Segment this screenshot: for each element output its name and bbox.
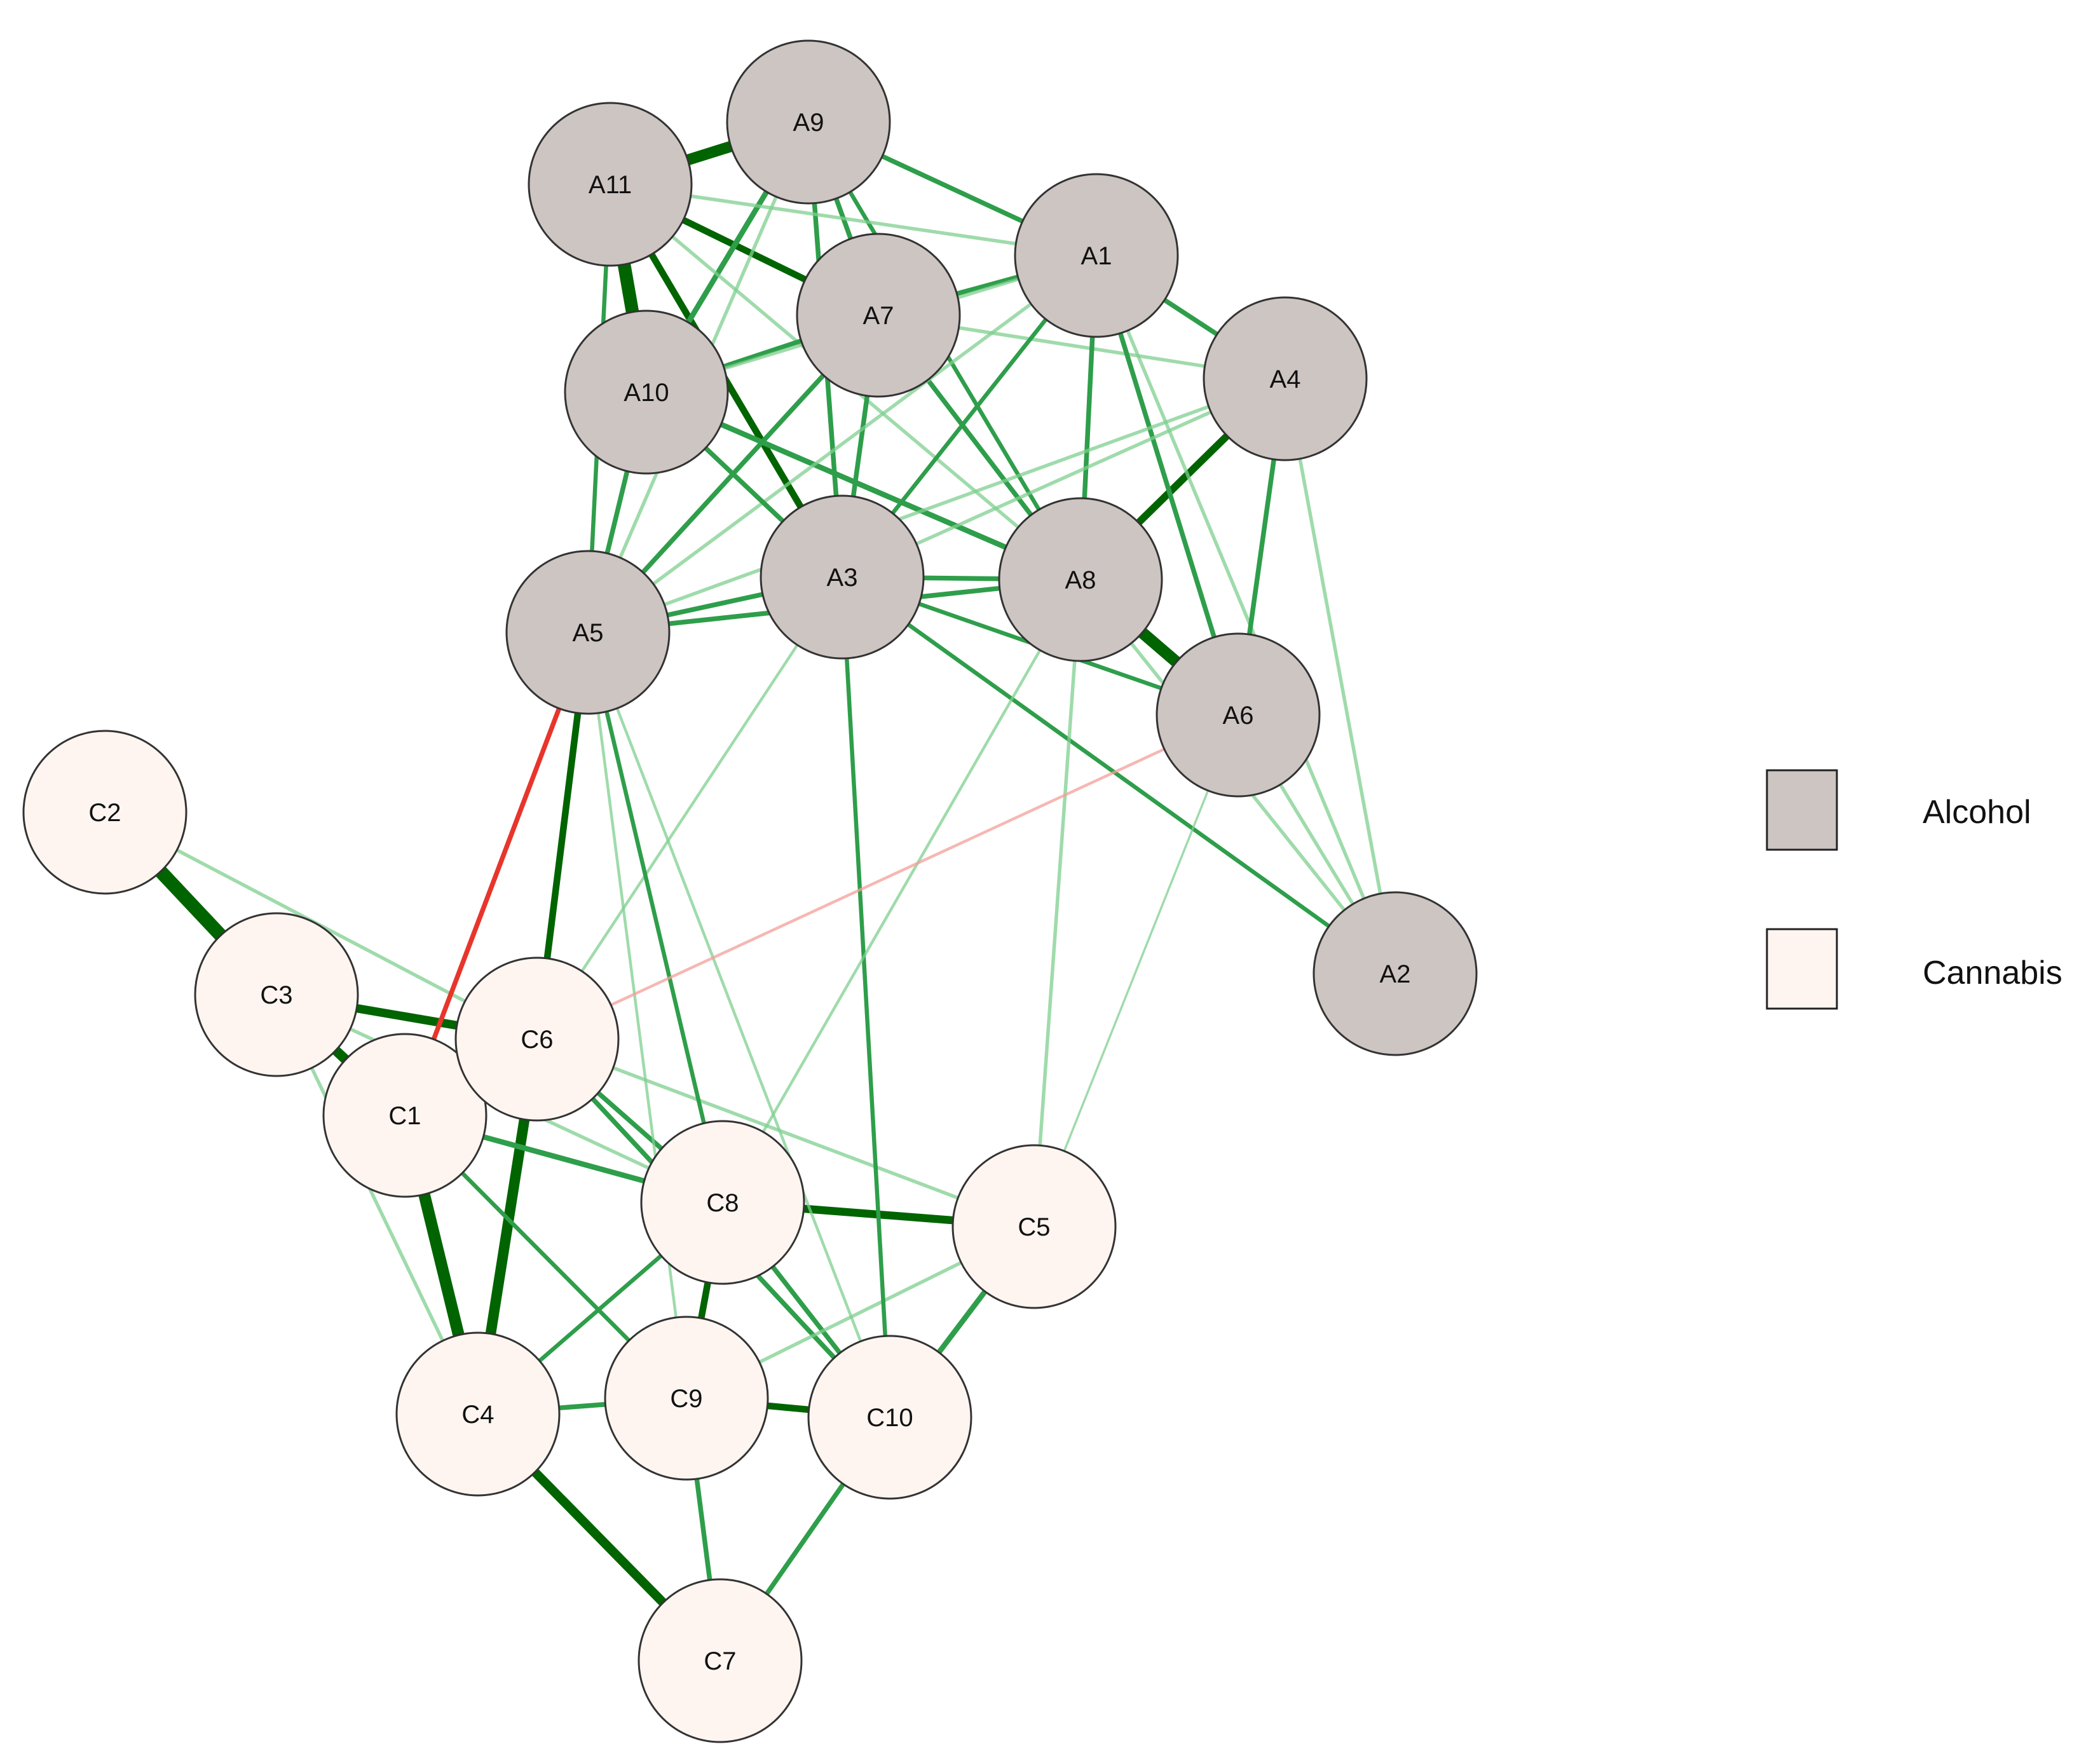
node-C7: C7 xyxy=(638,1578,803,1743)
node-label-C1: C1 xyxy=(388,1102,421,1130)
node-C8: C8 xyxy=(640,1120,805,1285)
node-circle-A6 xyxy=(1156,632,1321,798)
node-circle-A2 xyxy=(1312,891,1478,1056)
edge-A6-C5 xyxy=(1033,714,1239,1228)
node-label-C6: C6 xyxy=(521,1026,553,1054)
node-label-A1: A1 xyxy=(1081,242,1112,270)
node-C6: C6 xyxy=(454,956,620,1122)
node-A3: A3 xyxy=(760,494,925,660)
edge-A3-C10 xyxy=(840,575,892,1420)
node-circle-C9 xyxy=(604,1316,769,1481)
node-label-A5: A5 xyxy=(573,619,604,647)
legend-cannabis-swatch xyxy=(1766,928,1838,1010)
node-label-A6: A6 xyxy=(1223,702,1254,730)
node-label-A2: A2 xyxy=(1380,960,1411,988)
edge-A5-C1 xyxy=(402,630,590,1118)
node-circle-C8 xyxy=(640,1120,805,1285)
edge-A5-C8 xyxy=(585,630,725,1205)
node-C2: C2 xyxy=(22,730,188,895)
node-A7: A7 xyxy=(796,233,961,398)
node-label-A7: A7 xyxy=(863,302,894,330)
node-circle-C3 xyxy=(194,912,359,1077)
node-label-A9: A9 xyxy=(793,109,824,137)
node-circle-C5 xyxy=(951,1144,1117,1309)
node-circle-C10 xyxy=(807,1335,972,1500)
node-circle-C6 xyxy=(454,956,620,1122)
node-circle-C4 xyxy=(395,1331,561,1497)
legend-cannabis-label: Cannabis xyxy=(1923,955,2062,991)
edge-A3-C6 xyxy=(535,575,844,1041)
node-C4: C4 xyxy=(395,1331,561,1497)
node-C10: C10 xyxy=(807,1335,972,1500)
edge-A4-A2 xyxy=(1283,377,1397,976)
edge-A5-C9 xyxy=(586,630,688,1400)
node-circle-A10 xyxy=(564,310,729,475)
node-C3: C3 xyxy=(194,912,359,1077)
node-label-C5: C5 xyxy=(1018,1213,1050,1241)
node-A10: A10 xyxy=(564,310,729,475)
node-label-C9: C9 xyxy=(670,1385,702,1413)
node-label-A3: A3 xyxy=(827,564,858,592)
edge-A1-A2 xyxy=(1094,254,1397,976)
edge-A8-C8 xyxy=(721,578,1082,1204)
node-circle-A4 xyxy=(1203,296,1368,461)
node-circle-A1 xyxy=(1014,173,1179,338)
node-circle-C2 xyxy=(22,730,188,895)
node-A2: A2 xyxy=(1312,891,1478,1056)
node-circle-A9 xyxy=(726,39,891,205)
node-circle-A8 xyxy=(998,497,1163,662)
node-circle-A5 xyxy=(505,550,671,715)
node-label-A10: A10 xyxy=(624,379,669,407)
node-label-C7: C7 xyxy=(704,1647,736,1675)
node-circle-C1 xyxy=(322,1033,488,1198)
node-label-C8: C8 xyxy=(706,1189,739,1217)
edge-A8-C5 xyxy=(1032,578,1082,1229)
edge-A5-C10 xyxy=(586,630,892,1419)
node-A6: A6 xyxy=(1156,632,1321,798)
node-label-C3: C3 xyxy=(260,981,292,1009)
node-A5: A5 xyxy=(505,550,671,715)
node-A8: A8 xyxy=(998,497,1163,662)
legend-alcohol-label: Alcohol xyxy=(1923,794,2031,831)
node-A1: A1 xyxy=(1014,173,1179,338)
node-A11: A11 xyxy=(528,102,693,267)
node-circle-A11 xyxy=(528,102,693,267)
node-label-C4: C4 xyxy=(461,1401,494,1429)
edge-A1-A5 xyxy=(586,254,1098,634)
node-C1: C1 xyxy=(322,1033,488,1198)
node-C9: C9 xyxy=(604,1316,769,1481)
node-circle-C7 xyxy=(638,1578,803,1743)
node-label-C10: C10 xyxy=(866,1404,913,1432)
node-circle-A7 xyxy=(796,233,961,398)
node-label-A11: A11 xyxy=(589,171,632,199)
edge-A6-C6 xyxy=(535,713,1240,1041)
node-label-A4: A4 xyxy=(1270,365,1301,393)
legend: Alcohol Cannabis xyxy=(1766,769,2062,1010)
node-A4: A4 xyxy=(1203,296,1368,461)
edge-C6-C5 xyxy=(535,1037,1036,1229)
legend-alcohol-swatch xyxy=(1766,769,1838,851)
node-circle-A3 xyxy=(760,494,925,660)
node-C5: C5 xyxy=(951,1144,1117,1309)
edge-A3-A2 xyxy=(840,575,1398,976)
node-A9: A9 xyxy=(726,39,891,205)
node-label-A8: A8 xyxy=(1065,566,1096,594)
node-label-C2: C2 xyxy=(88,799,121,827)
edge-A4-A5 xyxy=(586,377,1287,634)
